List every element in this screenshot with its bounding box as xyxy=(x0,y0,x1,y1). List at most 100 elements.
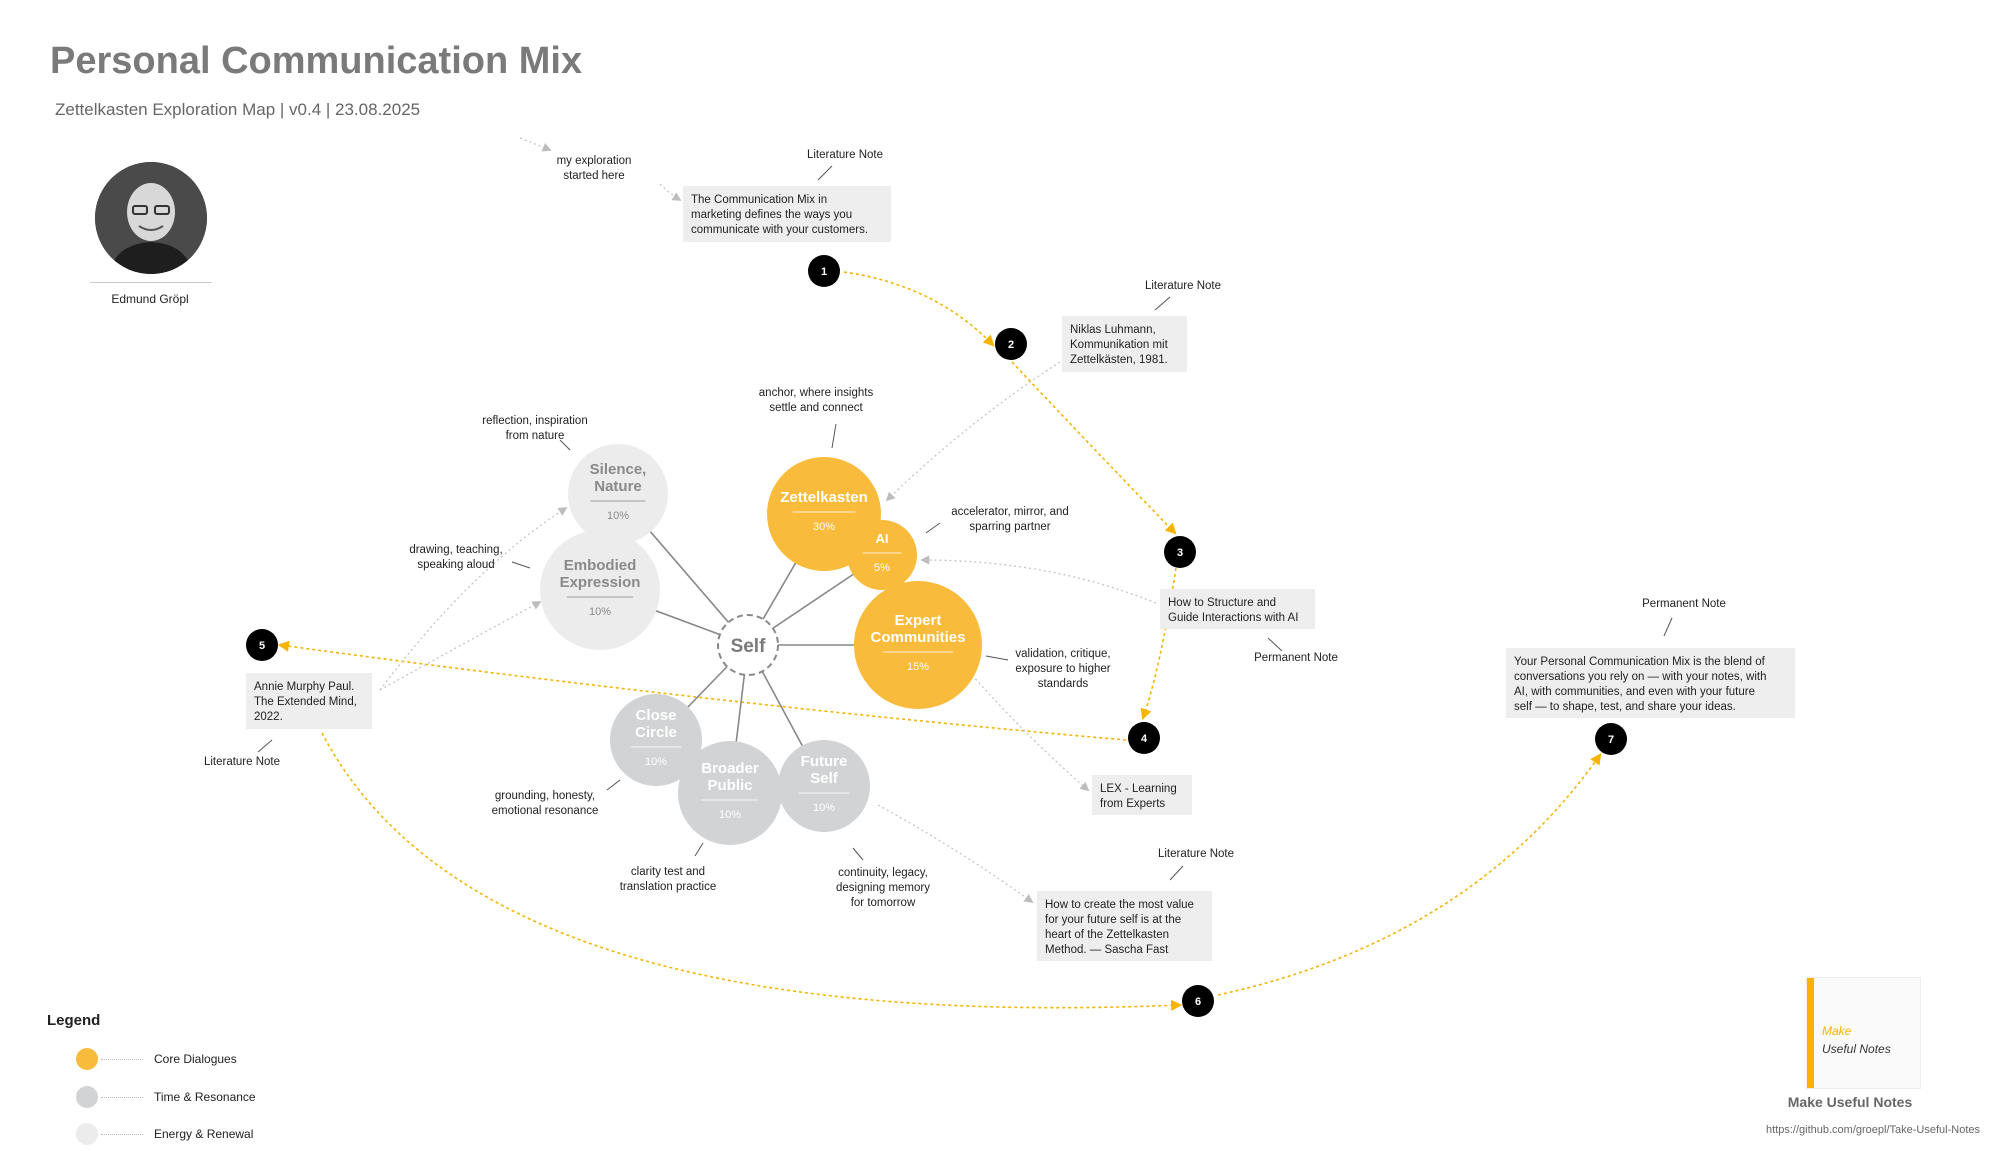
annotation-tick xyxy=(694,842,704,857)
annotation-silence-nature-line: reflection, inspiration xyxy=(482,415,587,427)
note-link-4 xyxy=(971,674,1090,792)
note-text-lex-line: LEX - Learning xyxy=(1100,783,1177,795)
circle-label-ai: AI xyxy=(876,531,889,546)
annotation-embodied-expression: drawing, teaching,speaking aloud xyxy=(409,544,502,571)
note-text-future-value-line: Method. — Sascha Fast xyxy=(1045,944,1169,956)
person-photo-icon xyxy=(95,162,207,274)
note-link-7 xyxy=(379,601,542,691)
circle-pct-embodied-expression-line: 10% xyxy=(589,606,611,618)
circle-label-silence-nature: Silence,Nature xyxy=(590,461,647,495)
circle-label-expert-communities-line: Communities xyxy=(870,629,965,646)
step-number-1: 1 xyxy=(821,266,827,278)
circle-pct-close-circle: 10% xyxy=(645,756,667,768)
circle-pct-ai-line: 5% xyxy=(874,562,890,574)
legend-dot xyxy=(76,1048,98,1070)
book-cover[interactable]: Make Useful Notes xyxy=(1807,978,1920,1088)
step-number-3-line: 3 xyxy=(1177,547,1183,559)
note-text-comm-mix-line: The Communication Mix in xyxy=(691,194,827,206)
note-type-tick xyxy=(1267,637,1283,652)
note-card-pcm xyxy=(1506,648,1795,718)
note-type-structure-ai-line: Permanent Note xyxy=(1254,652,1338,664)
step-number-4: 4 xyxy=(1141,733,1148,745)
circle-pct-silence-nature-line: 10% xyxy=(607,510,629,522)
note-text-structure-ai-line: How to Structure and xyxy=(1168,597,1276,609)
author-name: Edmund Gröpl xyxy=(111,292,189,306)
annotation-zettelkasten-line: anchor, where insights xyxy=(759,387,874,399)
circle-pct-future-self-line: 10% xyxy=(813,802,835,814)
start-annotation-line: started here xyxy=(563,170,624,182)
exploration-path-3 xyxy=(277,640,1127,741)
annotation-tick xyxy=(511,561,531,569)
annotation-ai-line: sparring partner xyxy=(969,521,1050,533)
circle-label-close-circle-line: Circle xyxy=(635,724,677,741)
circle-future-self xyxy=(778,740,870,832)
note-cards: The Communication Mix in marketing define… xyxy=(204,149,1795,961)
note-link-0 xyxy=(519,137,552,152)
step-number-6: 6 xyxy=(1195,996,1201,1008)
legend-dot xyxy=(76,1123,98,1145)
note-type-pcm: Permanent Note xyxy=(1642,598,1726,610)
circle-silence-nature xyxy=(568,444,668,544)
note-text-pcm-line: self — to shape, test, and share your id… xyxy=(1514,701,1736,713)
circle-label-embodied-expression-line: Expression xyxy=(560,574,641,591)
annotation-tick xyxy=(559,439,571,451)
circle-label-silence-nature-line: Silence, xyxy=(590,461,647,478)
note-text-luhmann-line: Kommunikation mit xyxy=(1070,339,1169,351)
avatar xyxy=(95,162,207,274)
circle-pct-expert-communities-line: 15% xyxy=(907,661,929,673)
legend-label: Time & Resonance xyxy=(154,1090,256,1104)
annotation-expert-communities-line: validation, critique, xyxy=(1015,648,1110,660)
circle-label-zettelkasten-line: Zettelkasten xyxy=(780,489,868,506)
annotation-zettelkasten-line: settle and connect xyxy=(769,402,863,414)
step-number-5: 5 xyxy=(259,640,265,652)
note-text-annie-line: 2022. xyxy=(254,711,283,723)
note-text-annie-line: The Extended Mind, xyxy=(254,696,357,708)
annotation-tick xyxy=(606,779,621,791)
note-type-tick xyxy=(257,739,273,753)
note-card-structure-ai xyxy=(1160,589,1315,629)
step-marker-6 xyxy=(1182,985,1214,1017)
note-type-tick xyxy=(1169,865,1184,881)
step-marker-7 xyxy=(1595,723,1627,755)
step-number-5-line: 5 xyxy=(259,640,265,652)
circle-pct-expert-communities: 15% xyxy=(907,661,929,673)
note-text-luhmann-line: Zettelkästen, 1981. xyxy=(1070,354,1168,366)
legend-dash xyxy=(101,1097,143,1098)
legend-dash xyxy=(101,1134,143,1135)
circle-expert-communities xyxy=(854,581,982,709)
annotation-tick xyxy=(925,522,941,534)
note-text-comm-mix-line: marketing defines the ways you xyxy=(691,209,852,221)
note-type-comm-mix-line: Literature Note xyxy=(807,149,883,161)
note-type-pcm-line: Permanent Note xyxy=(1642,598,1726,610)
note-text-pcm-line: conversations you rely on — with your no… xyxy=(1514,671,1766,683)
brand-label: Make Useful Notes xyxy=(1787,1094,1913,1110)
circle-label-close-circle-line: Close xyxy=(636,707,677,724)
circle-label-embodied-expression-line: Embodied xyxy=(564,557,637,574)
annotation-broader-public-line: translation practice xyxy=(620,881,717,893)
circle-annotations: anchor, where insights settle and connect… xyxy=(409,387,1110,909)
annotation-close-circle-line: grounding, honesty, xyxy=(495,790,595,802)
circle-broader-public xyxy=(678,741,782,845)
note-type-structure-ai: Permanent Note xyxy=(1254,652,1338,664)
exploration-path-0 xyxy=(843,271,995,347)
note-text-comm-mix-line: communicate with your customers. xyxy=(691,224,868,236)
note-type-annie: Literature Note xyxy=(204,756,280,768)
note-type-luhmann-line: Literature Note xyxy=(1145,280,1221,292)
legend-dash xyxy=(101,1059,143,1060)
note-link-1 xyxy=(659,183,682,201)
circle-label-future-self-line: Future xyxy=(801,753,848,770)
annotation-expert-communities-line: standards xyxy=(1038,678,1089,690)
circle-label-broader-public-line: Broader xyxy=(701,760,759,777)
repo-link[interactable]: https://github.com/groepl/Take-Useful-No… xyxy=(1766,1124,1980,1136)
circle-label-broader-public-line: Public xyxy=(707,777,752,794)
annotation-tick xyxy=(985,655,1009,661)
note-card-annie xyxy=(246,673,372,729)
step-number-2-line: 2 xyxy=(1008,339,1014,351)
